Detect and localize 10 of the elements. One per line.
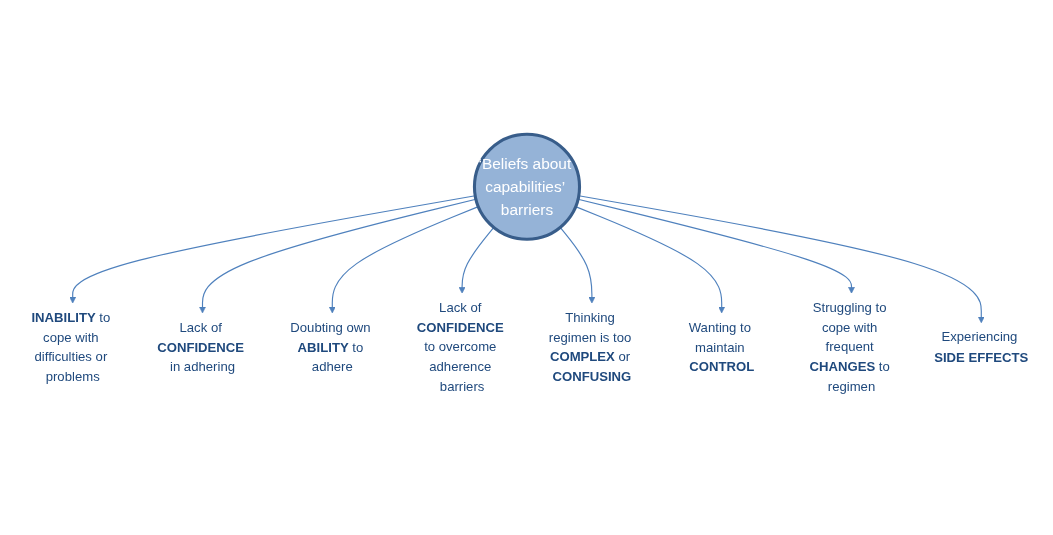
node-text: Struggling to cope with frequent CHANGES to regimen <box>809 300 890 394</box>
node-text: Lack of CONFIDENCE to overcome adherence barriers <box>416 300 504 394</box>
node-text: Experiencing SIDE EFFECTS <box>933 329 1028 365</box>
node-text: Lack of CONFIDENCE in adhering <box>156 319 244 374</box>
node-text: Wanting to maintain CONTROL <box>688 319 754 374</box>
arrow <box>198 198 477 314</box>
node-text: INABILITY to cope with difficulties or problems <box>30 309 110 384</box>
node-text: Doubting own ABILITY to adhere <box>289 319 371 374</box>
node-text: Thinking regimen is too COMPLEX or CONFUSING <box>548 309 631 384</box>
arrow <box>559 226 595 304</box>
